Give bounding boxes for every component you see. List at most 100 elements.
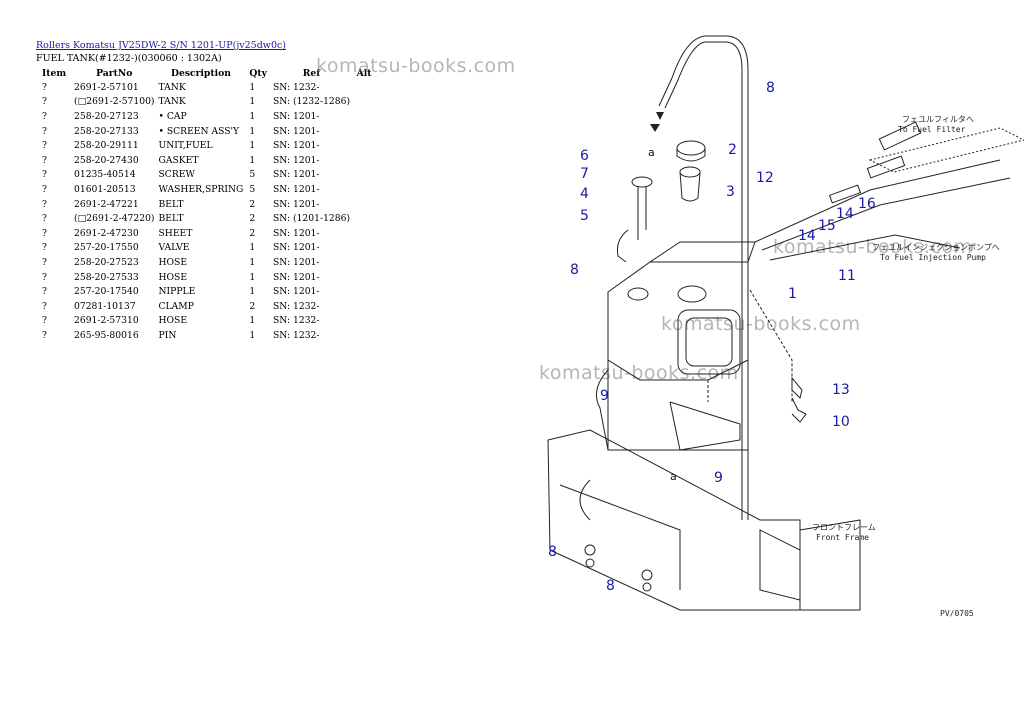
- cell-description: WASHER,SPRING: [158, 183, 244, 195]
- cell-description: HOSE: [158, 271, 188, 283]
- catalog-title-link[interactable]: Rollers Komatsu JV25DW-2 S/N 1201-UP(jv2…: [36, 40, 287, 51]
- fitting-shape-2: [828, 184, 862, 204]
- callout-label: 16: [858, 196, 876, 212]
- cell-item: ?: [42, 300, 47, 312]
- fuel-unit-wire: [617, 229, 629, 263]
- callout-label: 12: [756, 170, 774, 186]
- cell-ref: SN: 1201-: [272, 169, 320, 181]
- cell-alt: [352, 168, 376, 183]
- return-hose-line: [769, 234, 961, 261]
- callout-label: 4: [580, 186, 589, 202]
- cell-item: ?: [42, 154, 47, 166]
- cell-alt: [352, 299, 376, 314]
- cell-qty: 1: [249, 329, 256, 341]
- cell-ref: SN: 1201-: [272, 286, 320, 298]
- cell-qty: 2: [249, 198, 256, 210]
- cell-item: ?: [42, 286, 47, 298]
- cell-ref: SN: 1201-: [272, 198, 320, 210]
- belt-right: [669, 401, 741, 451]
- cell-qty: 5: [249, 169, 256, 181]
- fuel-hose-line-2: [761, 177, 1011, 251]
- tank-inspection-panel-inner: [685, 317, 733, 367]
- cell-qty: 5: [249, 183, 256, 195]
- watermark-text: komatsu-books.com: [316, 55, 516, 77]
- to-fuel-filter-en: To Fuel Filter: [898, 125, 966, 134]
- callout-label: 2: [728, 142, 737, 158]
- parts-table: Item PartNo Description Qty Ref Alt ?269…: [36, 66, 376, 343]
- cell-alt: [352, 226, 376, 241]
- cell-qty: 2: [249, 300, 256, 312]
- callout-label: 9: [600, 388, 609, 404]
- callout-label: 8: [606, 578, 615, 594]
- cell-ref: SN: 1232-: [272, 81, 320, 93]
- col-description-header: Description: [171, 67, 231, 79]
- cell-description: • SCREEN ASS'Y: [158, 125, 240, 137]
- cell-alt: [352, 241, 376, 256]
- cell-description: BELT: [158, 213, 184, 225]
- frame-bracket: [759, 529, 801, 601]
- cell-item: ?: [42, 271, 47, 283]
- fuel-unit-stem: [637, 186, 647, 240]
- valve-shape: [791, 376, 803, 399]
- washer-shape-2: [585, 558, 595, 568]
- col-item-header: Item: [41, 67, 67, 79]
- cell-description: TANK: [158, 81, 186, 93]
- cell-qty: 1: [249, 96, 256, 108]
- cell-part-no: 01235-40514: [74, 169, 136, 181]
- cell-part-no: 258-20-27123: [74, 110, 139, 122]
- cell-description: • CAP: [158, 110, 187, 122]
- fitting-shape: [866, 155, 906, 179]
- cell-item: ?: [42, 81, 47, 93]
- callout-label: 9: [714, 470, 723, 486]
- cell-ref: SN: 1201-: [272, 227, 320, 239]
- cell-alt: [352, 284, 376, 299]
- cell-part-no: 2691-2-57101: [74, 81, 139, 93]
- cell-item: ?: [42, 183, 47, 195]
- cell-description: SHEET: [158, 227, 193, 239]
- cell-qty: 1: [249, 110, 256, 122]
- cell-part-no: (□2691-2-47220): [74, 213, 155, 225]
- cell-alt: [352, 211, 376, 226]
- fuel-cap-rim: [676, 148, 706, 162]
- cell-item: ?: [42, 242, 47, 254]
- cell-alt: [352, 153, 376, 168]
- exploded-parts-diagram: 8 6 a 2 7 3 4 5 12 14 16 15 14 11 8 1 13…: [530, 30, 1024, 630]
- cell-description: UNIT,FUEL: [158, 140, 213, 152]
- cell-part-no: 01601-20513: [74, 183, 136, 195]
- tank-body-edge: [607, 292, 749, 381]
- cell-part-no: 2691-2-57310: [74, 315, 139, 327]
- cell-qty: 1: [249, 81, 256, 93]
- callout-group: 8 6 a 2 7 3 4 5 12 14 16 15 14 11 8 1 13…: [548, 80, 876, 594]
- cell-alt: [352, 328, 376, 343]
- fuel-hose-line: [754, 159, 1001, 243]
- cell-ref: SN: 1201-: [272, 110, 320, 122]
- cell-ref: SN: 1232-: [272, 329, 320, 341]
- front-frame-outline: [547, 429, 801, 611]
- cell-part-no: 258-20-29111: [74, 140, 139, 152]
- col-ref-header: Ref: [302, 67, 321, 79]
- cell-qty: 1: [249, 140, 256, 152]
- cell-part-no: (□2691-2-57100): [74, 96, 155, 108]
- cell-description: HOSE: [158, 256, 188, 268]
- to-injection-pump-jp: フェユルインジェクションポンプへ: [872, 243, 1000, 252]
- callout-label: 11: [838, 268, 856, 284]
- cell-part-no: 257-20-17540: [74, 286, 139, 298]
- col-qty-header: Qty: [249, 67, 267, 79]
- belt-left: [595, 369, 609, 451]
- cell-qty: 1: [249, 315, 256, 327]
- arrow-head: [650, 124, 660, 132]
- tank-inspection-panel: [677, 309, 741, 375]
- section-subtitle: FUEL TANK(#1232-)(030060 : 1302A): [36, 53, 222, 64]
- watermark-text: komatsu-books.com: [773, 236, 973, 258]
- callout-label: 10: [832, 414, 850, 430]
